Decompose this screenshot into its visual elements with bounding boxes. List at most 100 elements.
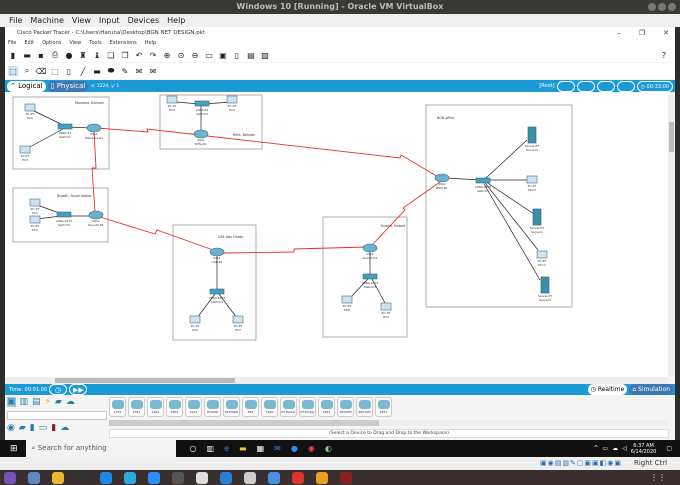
routers-icon[interactable]: ◉ xyxy=(7,423,15,433)
activity-wizard-icon[interactable]: ♝ xyxy=(93,50,101,60)
end-devices-icon[interactable]: ▥ xyxy=(19,397,29,407)
show-apps-icon[interactable]: ⋮⋮ xyxy=(650,473,666,482)
select-icon[interactable]: ⬚ xyxy=(8,66,18,76)
device-model-2811[interactable]: 2811 xyxy=(375,397,392,417)
save-icon[interactable]: ▪ xyxy=(38,50,44,60)
packet-tracer-icon[interactable]: ◐ xyxy=(324,444,332,453)
menu-file[interactable]: File xyxy=(9,16,23,25)
image-icon[interactable]: ▧ xyxy=(261,50,269,60)
vbox-status-icons[interactable]: ▣◉▤▥✎▢▣▣◧◉▣ xyxy=(540,459,622,467)
new-cluster-icon[interactable] xyxy=(576,80,595,92)
chromium-icon[interactable] xyxy=(268,471,280,484)
area-riffa[interactable] xyxy=(159,94,263,150)
close-button[interactable] xyxy=(668,3,676,11)
store-icon[interactable]: ▦ xyxy=(256,444,265,453)
serial-link[interactable] xyxy=(96,127,201,136)
mail-icon[interactable]: ✉ xyxy=(274,444,281,453)
serial-link[interactable] xyxy=(91,130,97,213)
zoom-reset-icon[interactable]: ⊙ xyxy=(177,50,185,60)
serial-link[interactable] xyxy=(372,181,441,245)
area-riyadh[interactable] xyxy=(12,187,109,243)
pt-menu-options[interactable]: Options xyxy=(42,40,62,46)
pt-restore-button[interactable]: ❐ xyxy=(638,29,646,37)
new-file-icon[interactable]: ▮ xyxy=(10,50,16,60)
skype-icon[interactable] xyxy=(124,471,136,484)
line-icon[interactable]: ╱ xyxy=(80,66,86,76)
serial-link[interactable] xyxy=(99,216,217,252)
misc-icon[interactable]: ▰ xyxy=(54,397,62,407)
note-icon[interactable]: ▯ xyxy=(66,66,72,76)
undo-icon[interactable]: ↶ xyxy=(135,50,143,60)
viber-icon[interactable] xyxy=(4,471,16,484)
paste-icon[interactable]: ❐ xyxy=(121,50,129,60)
connections-icon[interactable]: ⚡ xyxy=(44,397,51,407)
network-devices-icon[interactable]: ▣ xyxy=(7,397,16,407)
realtime-button[interactable]: ◷ Realtime xyxy=(587,384,628,395)
copy-icon[interactable]: ❏ xyxy=(107,50,115,60)
pt-menu-tools[interactable]: Tools xyxy=(89,40,102,46)
serial-link[interactable] xyxy=(221,246,368,254)
search-box[interactable]: ⌕ Search for anything xyxy=(25,440,176,457)
device-model-819hgw[interactable]: 819HGW xyxy=(223,397,240,417)
zoom-out-icon[interactable]: ⊖ xyxy=(191,50,199,60)
drive-icon[interactable] xyxy=(52,471,64,484)
logical-workspace[interactable]: Manama, Bahrain Riffa, Bahrain Riyadh, S… xyxy=(5,92,668,377)
device-model-2620xm[interactable]: 2620XM xyxy=(337,397,354,417)
drawing-palette-icon[interactable]: ▭ xyxy=(205,50,213,60)
vertical-scrollbar[interactable] xyxy=(668,92,675,377)
root-label[interactable]: [Root] xyxy=(539,83,555,89)
device-model-4321[interactable]: 4321 xyxy=(128,397,145,417)
security-icon[interactable]: ▮ xyxy=(51,423,57,433)
power-cycle-icon[interactable]: ◷ xyxy=(48,384,67,395)
device-model-pt-router[interactable]: PT-Router xyxy=(280,397,297,417)
device-model-1240[interactable]: 1240 xyxy=(261,397,278,417)
rectangle-icon[interactable]: ▬ xyxy=(93,66,101,76)
menu-view[interactable]: View xyxy=(71,16,91,25)
viewport-icon[interactable]: ▤ xyxy=(247,50,255,60)
wireless-icon[interactable]: ▭ xyxy=(38,423,48,433)
menu-devices[interactable]: Devices xyxy=(127,16,160,25)
clock[interactable]: ◷ 00:33:00 xyxy=(636,80,673,92)
complex-pdu-icon[interactable]: ✉ xyxy=(149,66,157,76)
wan-emulation-icon[interactable]: ☁ xyxy=(60,423,70,433)
device-model-2901[interactable]: 2901 xyxy=(166,397,183,417)
app-icon[interactable] xyxy=(292,471,304,484)
menu-help[interactable]: Help xyxy=(167,16,186,25)
ellipse-icon[interactable]: ⬬ xyxy=(107,66,115,75)
switches-icon[interactable]: ▰ xyxy=(18,423,26,433)
start-icon[interactable]: ⊞ xyxy=(10,443,18,454)
chrome-icon[interactable]: ◉ xyxy=(307,444,315,453)
multiuser-icon[interactable]: ☁ xyxy=(65,397,75,407)
pt-menu-help[interactable]: Help xyxy=(144,40,157,46)
tab-physical[interactable]: ▯ Physical xyxy=(47,80,89,92)
calculator-icon[interactable] xyxy=(172,471,184,484)
pt-close-button[interactable]: ✕ xyxy=(663,29,669,37)
fast-forward-icon[interactable]: ▶▶ xyxy=(68,384,87,395)
edge-icon[interactable]: e xyxy=(224,444,230,453)
components-icon[interactable]: ▤ xyxy=(32,397,41,407)
pt-menu-extensions[interactable]: Extensions xyxy=(109,40,137,46)
area-uae[interactable] xyxy=(172,224,257,341)
area-kuwait[interactable] xyxy=(322,216,408,338)
tray-chevron-icon[interactable]: ^ xyxy=(593,445,599,452)
app-icon[interactable] xyxy=(340,471,352,484)
terminal-icon[interactable] xyxy=(76,471,88,484)
hubs-icon[interactable]: ▮ xyxy=(29,423,35,433)
custom-device-icon[interactable]: ▣ xyxy=(219,50,227,60)
minimize-button[interactable] xyxy=(648,3,656,11)
serial-link[interactable] xyxy=(206,135,441,179)
network-icon[interactable]: ▭ xyxy=(602,445,609,452)
help-icon[interactable]: ? xyxy=(661,50,667,60)
device-model-1941[interactable]: 1941 xyxy=(147,397,164,417)
